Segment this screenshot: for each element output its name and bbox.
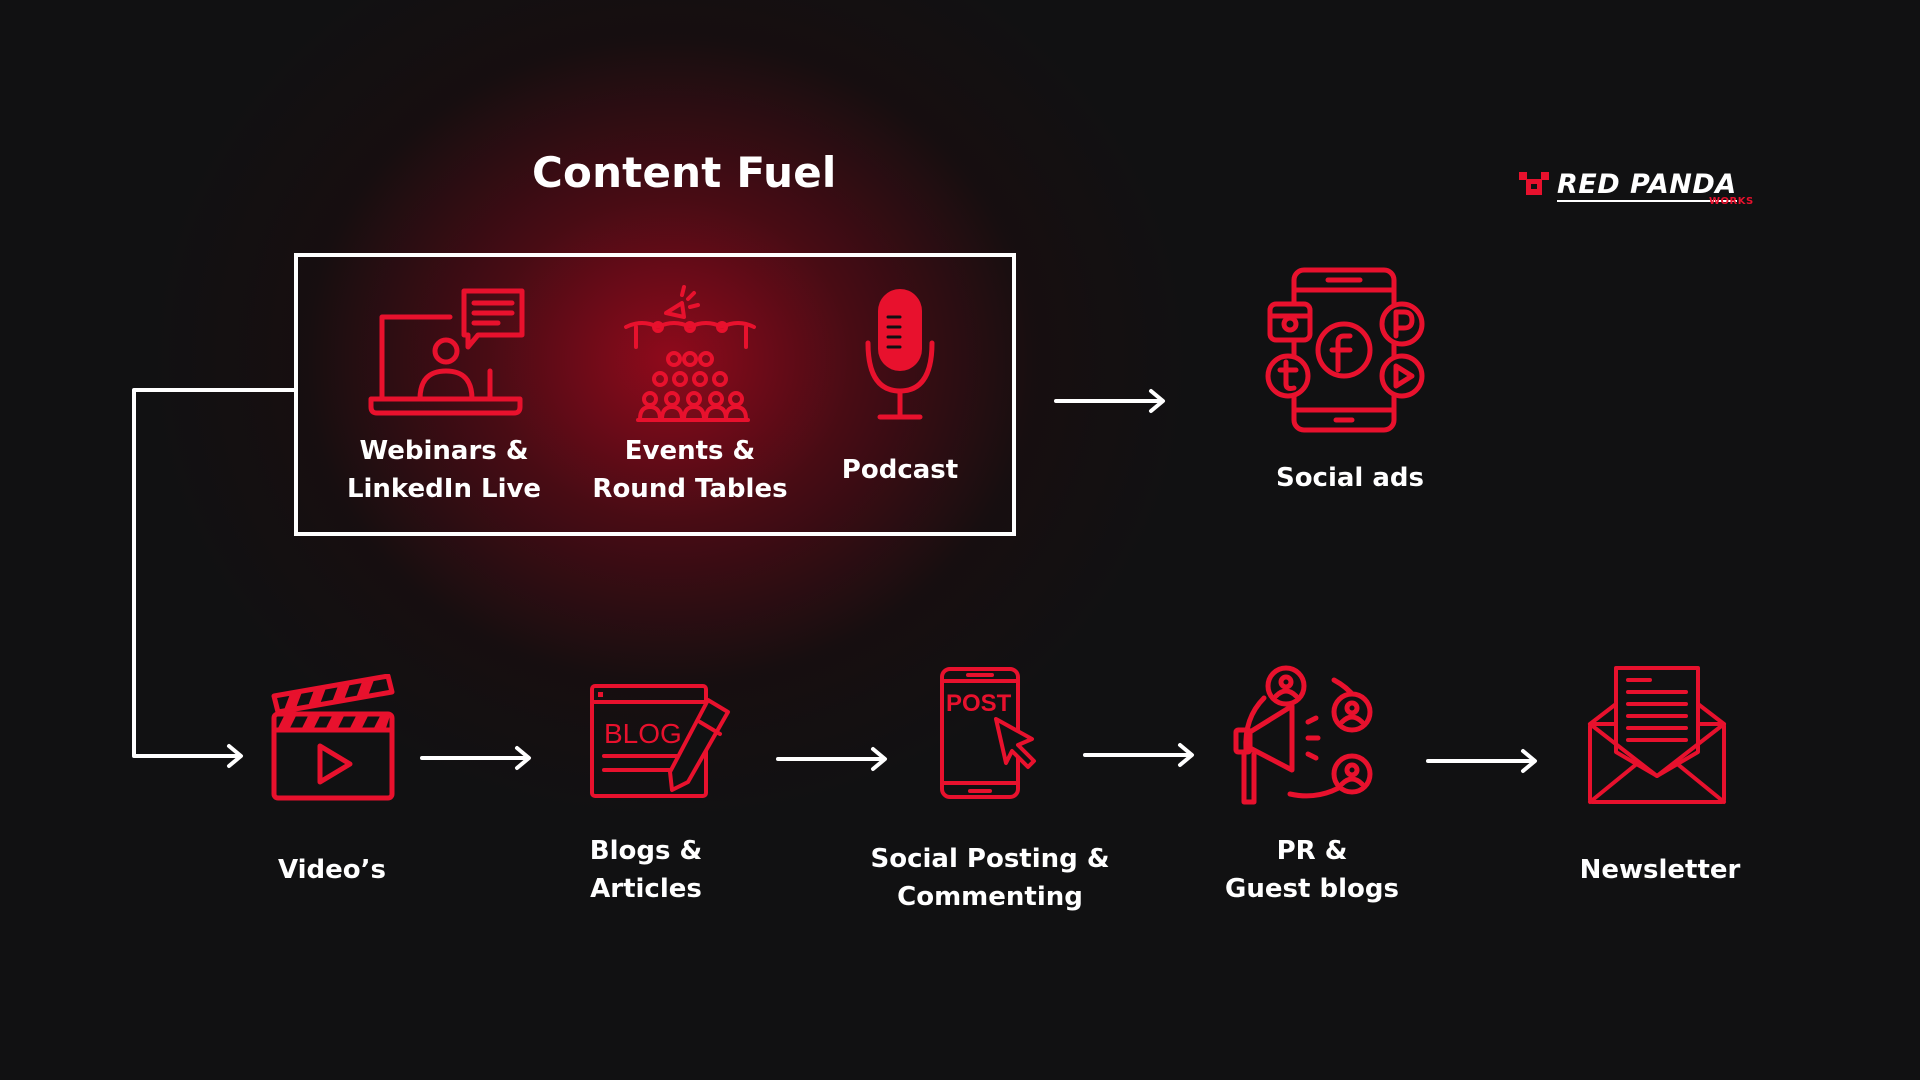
flow-label-videos-line1: Video’s	[277, 855, 387, 885]
fuel-label-webinars: Webinars & LinkedIn Live	[344, 432, 544, 508]
social-ads-label: Social ads	[1250, 459, 1450, 497]
microphone-icon	[865, 289, 935, 420]
flow-label-blogs-line2: Articles	[590, 874, 702, 904]
flow-label-social-posting-line1: Social Posting &	[870, 844, 1110, 874]
flow-label-blogs-line1: Blogs &	[589, 836, 703, 866]
flow-label-social-posting: Social Posting & Commenting	[860, 840, 1120, 916]
blog-icon-text: BLOG	[604, 718, 682, 749]
social-ads-label-text: Social ads	[1275, 463, 1425, 493]
fuel-label-events: Events & Round Tables	[590, 432, 790, 508]
post-phone-icon: POST	[940, 667, 1036, 799]
brand-logo-icon	[1519, 172, 1549, 195]
brand-logo: RED PANDA WORKS	[1519, 170, 1759, 210]
fuel-label-events-line1: Events &	[624, 436, 756, 466]
flow-label-newsletter-line1: Newsletter	[1579, 855, 1741, 885]
fuel-label-events-line2: Round Tables	[592, 474, 788, 504]
brand-name: RED PANDA	[1557, 169, 1737, 202]
fuel-label-webinars-line1: Webinars &	[359, 436, 529, 466]
fuel-label-webinars-line2: LinkedIn Live	[346, 474, 542, 504]
feed-bracket-line	[132, 388, 296, 758]
blog-document-icon: BLOG	[590, 684, 730, 798]
flow-label-pr-line1: PR &	[1276, 836, 1348, 866]
post-icon-text: POST	[946, 690, 1012, 717]
flow-label-videos: Video’s	[232, 851, 432, 889]
content-fuel-box	[294, 253, 1016, 536]
megaphone-people-icon	[1233, 665, 1373, 805]
brand-sub: WORKS	[1709, 196, 1754, 207]
flow-label-pr: PR & Guest blogs	[1212, 832, 1412, 908]
envelope-letter-icon	[1588, 666, 1726, 804]
flow-label-newsletter: Newsletter	[1560, 851, 1760, 889]
social-media-phone-icon	[1265, 267, 1425, 433]
flow-label-social-posting-line2: Commenting	[897, 882, 1083, 912]
fuel-label-podcast: Podcast	[800, 451, 1000, 489]
page-title: Content Fuel	[532, 148, 837, 197]
clapperboard-icon	[271, 674, 395, 801]
flow-label-pr-line2: Guest blogs	[1225, 874, 1399, 904]
flow-label-blogs: Blogs & Articles	[546, 832, 746, 908]
feed-bracket-arrowhead	[227, 744, 243, 768]
fuel-label-podcast-line1: Podcast	[841, 455, 959, 485]
events-audience-icon	[624, 285, 756, 422]
webinar-laptop-icon	[368, 288, 525, 416]
